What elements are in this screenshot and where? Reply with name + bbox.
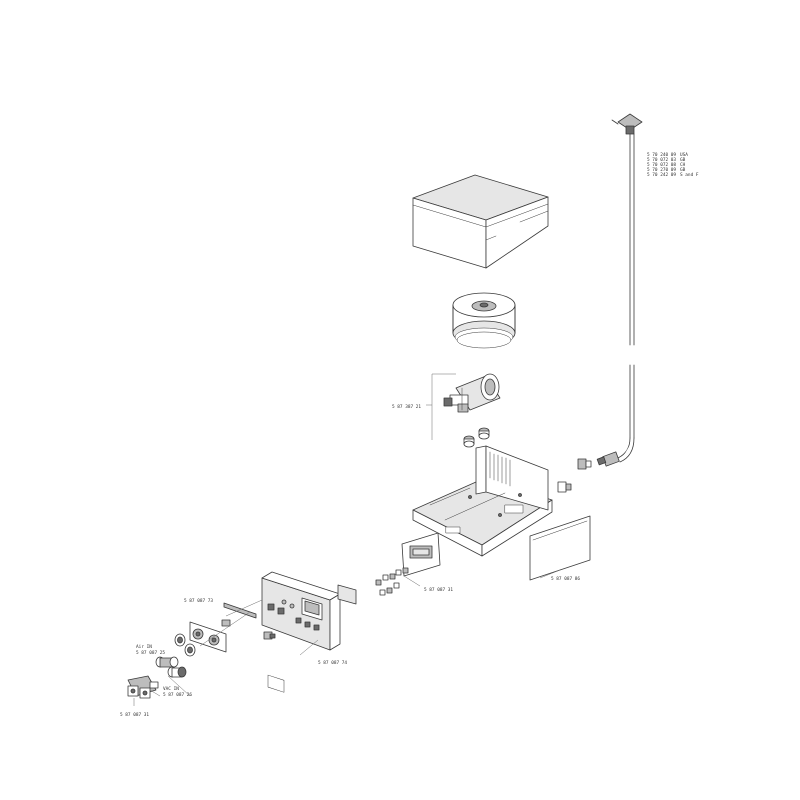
- cord-ref-3: 5 70 072 08: [647, 162, 676, 168]
- air-in-ref: 5 87 087 25: [136, 650, 165, 656]
- front-panel: [261, 571, 341, 693]
- cord-ref-5: 5 70 242 09: [647, 172, 676, 178]
- vac-in-label: VAC IN: [163, 686, 179, 692]
- cord-ref-5-suffix: S and F: [680, 172, 699, 178]
- top-cover: [412, 174, 549, 269]
- leader-lines: [133, 569, 561, 706]
- transformer-leader: [426, 373, 456, 406]
- power-cord: [596, 113, 643, 467]
- transformer-label: 5 87 387 21: [392, 404, 421, 410]
- cord-ref-2: 5 70 072 03: [647, 157, 676, 163]
- cord-ref-2-suffix: GB: [680, 157, 686, 163]
- control-board: [401, 532, 441, 577]
- connector-set: [375, 567, 409, 596]
- valve-block: [174, 619, 231, 657]
- strip-label: 5 87 087 73: [184, 598, 213, 604]
- cord-ref-1-suffix: USA: [680, 152, 688, 158]
- connector-label: 5 87 087 31: [424, 587, 453, 593]
- air-vac-fittings: [155, 656, 187, 678]
- power-cord-labels: 5 70 240 09 USA 5 70 072 03 GB 5 70 072 …: [647, 152, 699, 178]
- transformer-assembly: [443, 373, 501, 413]
- cord-ref-1: 5 70 240 09: [647, 152, 676, 158]
- bottom-block-label: 5 87 087 31: [120, 712, 149, 718]
- side-panel: [529, 515, 591, 581]
- grommet-parts: [463, 427, 490, 448]
- side-panel-label: 5 87 087 86: [551, 576, 580, 582]
- vac-in-ref: 5 87 087 26: [163, 692, 192, 698]
- cord-ref-3-suffix: CH: [680, 162, 686, 168]
- fan-assembly: [452, 292, 516, 349]
- cord-ref-4-suffix: GB: [680, 167, 686, 173]
- air-in-label: Air IN: [136, 644, 152, 650]
- cord-ref-4: 5 70 270 09: [647, 167, 676, 173]
- chassis-base: [412, 445, 553, 557]
- mains-socket: [557, 458, 592, 493]
- knob: [263, 631, 276, 640]
- part-labels: 5 87 387 21 5 87 087 86 5 87 087 31 5 87…: [120, 404, 580, 718]
- display-window: [337, 584, 357, 605]
- front-strip: [223, 602, 257, 619]
- bottom-connector-block: [127, 675, 159, 699]
- front-panel-label: 5 87 087 74: [318, 660, 347, 666]
